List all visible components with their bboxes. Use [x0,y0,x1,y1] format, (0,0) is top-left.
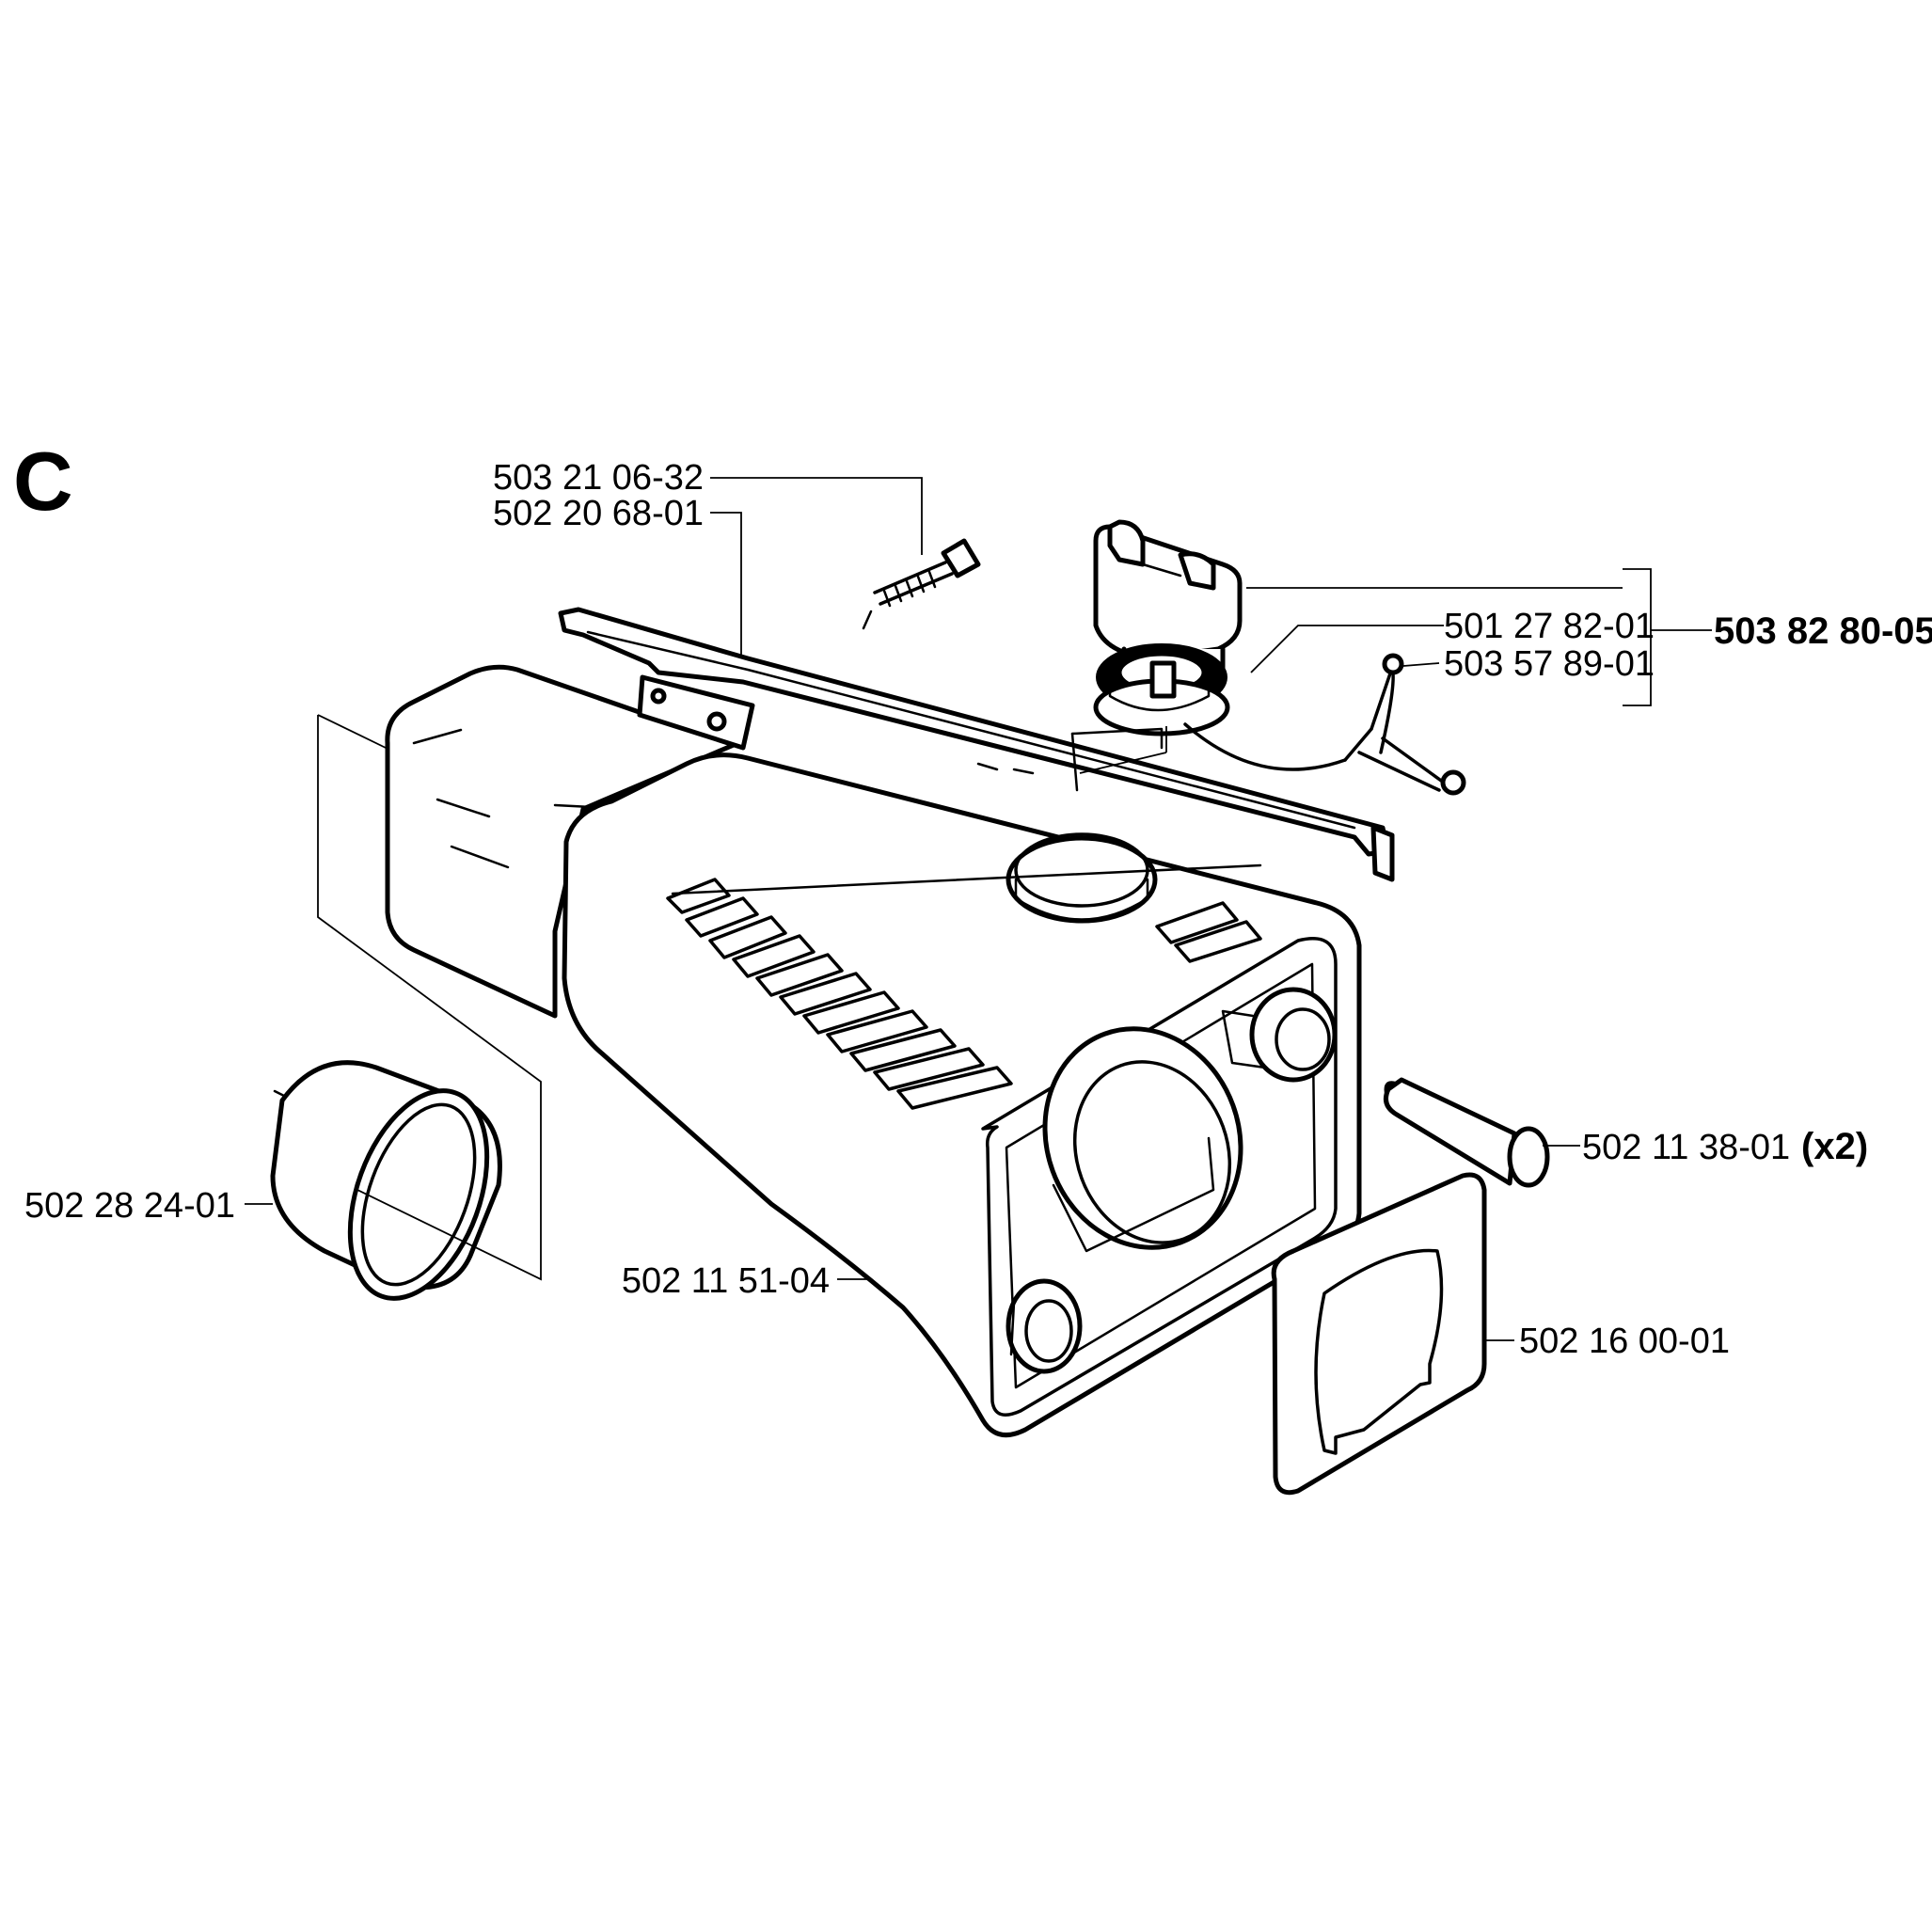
tank-ribs [666,863,1262,1110]
bracket-strip [558,607,1395,882]
label-pin: 502 11 38-01 [1582,1128,1790,1167]
label-retainer: 503 57 89-01 [1444,644,1655,684]
gasket [1271,1172,1487,1496]
label-ring: 502 28 24-01 [24,1186,235,1226]
label-bracket: 502 20 68-01 [493,494,704,533]
retainer-strap [1070,653,1466,796]
ring [270,1060,502,1301]
screw [862,538,981,630]
leader-lines [245,477,1712,1341]
label-cap: 501 27 82-01 [1444,607,1655,646]
fuel-cap [1093,519,1243,736]
label-gasket: 502 16 00-01 [1519,1322,1730,1361]
label-pin-qty: (x2) [1801,1126,1868,1167]
fuel-tank [385,664,1362,1438]
label-cap-kit: 503 82 80-05 [1714,610,1932,652]
label-tank: 502 11 51-04 [622,1261,830,1301]
label-screw: 503 21 06-32 [493,458,704,498]
section-letter: C [13,435,73,528]
part-labels: 503 21 06-32 502 20 68-01 501 27 82-01 5… [24,458,1932,1361]
pin [1384,1077,1550,1188]
